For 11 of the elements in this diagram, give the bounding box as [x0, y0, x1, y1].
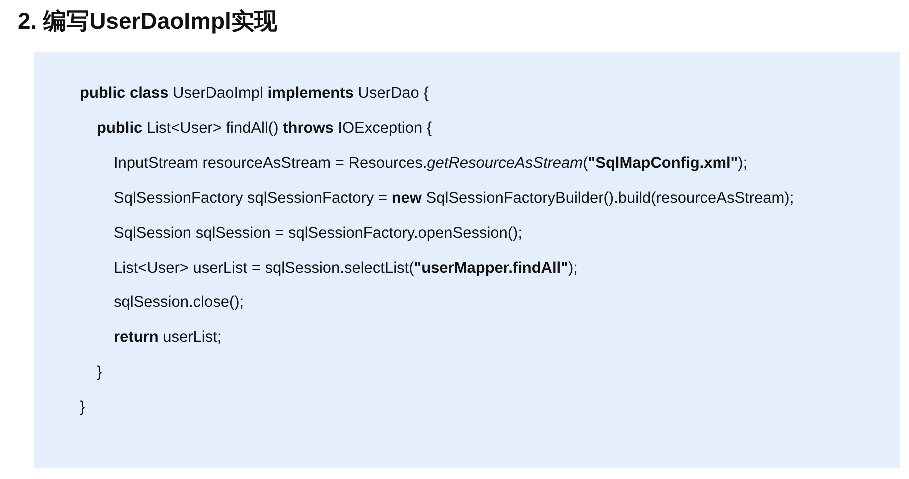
code-line: public List<User> findAll() throws IOException {: [97, 118, 432, 139]
code-line: }: [80, 398, 86, 418]
heading: 2. 编写UserDaoImpl实现: [18, 7, 278, 36]
code-line: SqlSession sqlSession = sqlSessionFactory.openSession();: [114, 224, 523, 244]
code-line: }: [97, 363, 102, 384]
code-line: public class UserDaoImpl implements UserDao {: [80, 84, 429, 104]
code-line: SqlSessionFactory sqlSessionFactory = new SqlSessionFactoryBuilder().build(resourceAsStream);: [114, 188, 794, 209]
code-line: List<User> userList = sqlSession.selectList("userMapper.findAll");: [114, 258, 578, 278]
code-line: sqlSession.close();: [114, 293, 244, 314]
code-line: return userList;: [114, 328, 222, 348]
code-line: InputStream resourceAsStream = Resources.getResourceAsStream("SqlMapConfig.xml");: [114, 154, 748, 174]
